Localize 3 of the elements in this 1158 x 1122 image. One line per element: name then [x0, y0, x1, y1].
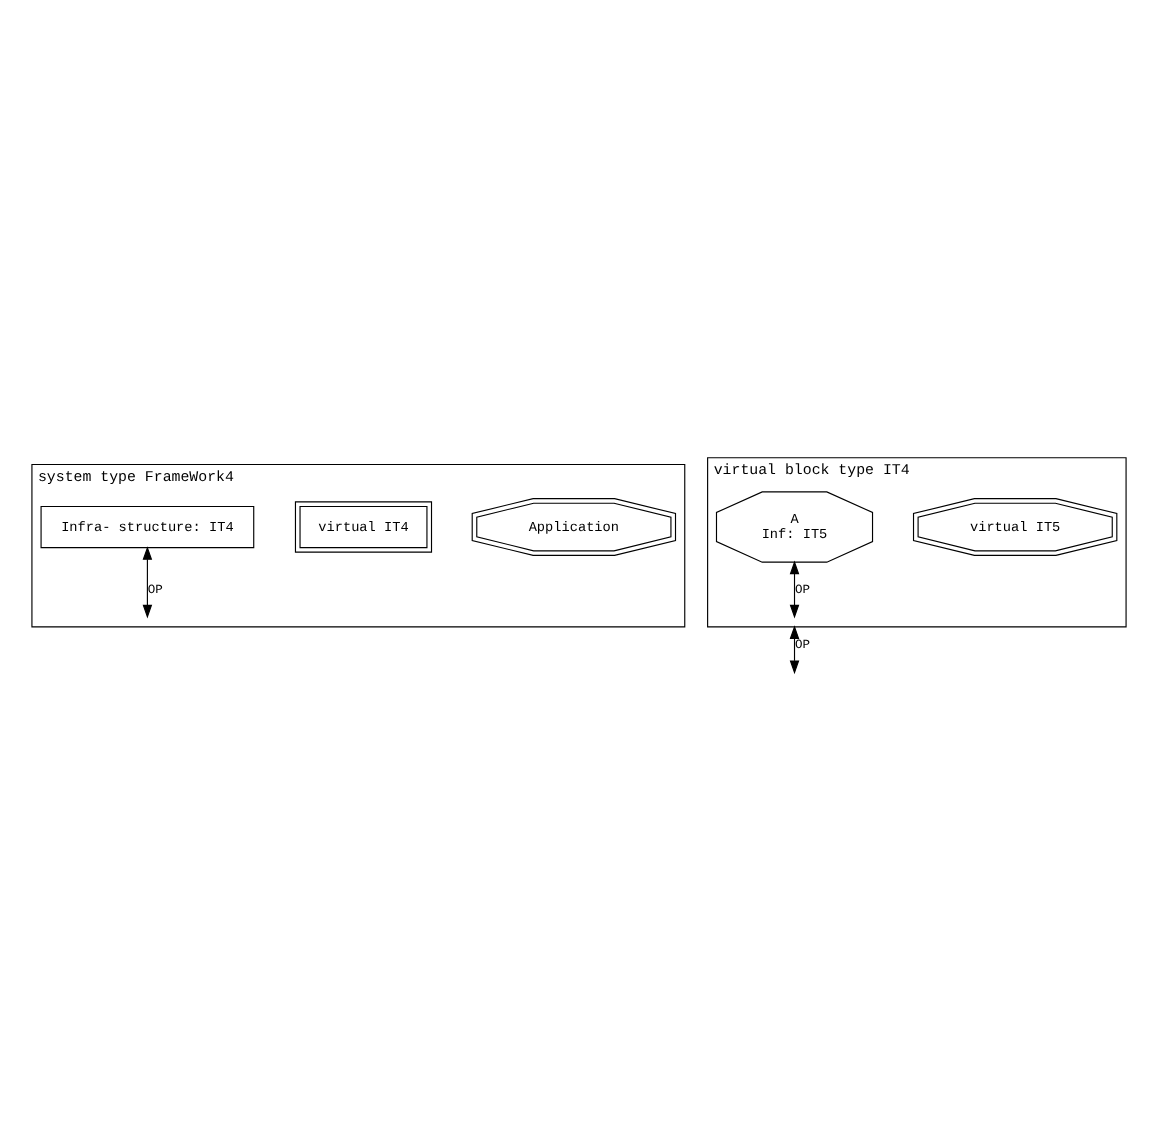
arrow [789, 560, 800, 619]
arrow [789, 625, 800, 675]
arrow [142, 546, 153, 619]
